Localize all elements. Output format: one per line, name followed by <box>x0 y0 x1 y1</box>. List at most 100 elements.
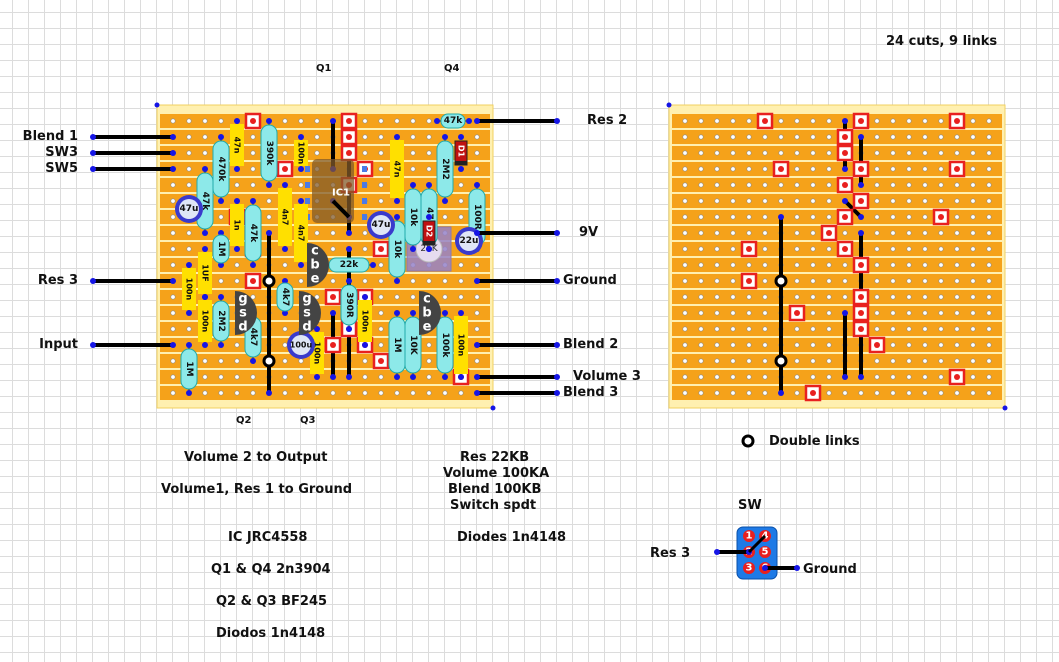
wire-label-left: Input <box>39 337 78 352</box>
board-1-hole <box>458 390 464 396</box>
board-1-hole <box>282 342 288 348</box>
switch-pin-label: 5 <box>762 547 769 558</box>
resistor-node <box>346 326 352 332</box>
resistor-label: 1M <box>184 361 194 376</box>
board-1-hole <box>378 326 384 332</box>
board-1-hole <box>250 166 256 172</box>
board-1-hole <box>426 118 432 124</box>
board-1-hole <box>474 294 480 300</box>
wire-node <box>474 342 480 348</box>
board-2-hole <box>698 390 704 396</box>
board-2-hole <box>794 246 800 252</box>
board-2-hole <box>714 278 720 284</box>
board-1-hole <box>170 262 176 268</box>
board-2-hole <box>762 230 768 236</box>
board-2-hole <box>890 358 896 364</box>
board-2-hole <box>986 262 992 268</box>
note-volume1: Volume1, Res 1 to Ground <box>161 482 353 497</box>
board-2-hole <box>842 294 848 300</box>
board-1-strip <box>160 386 490 400</box>
board-2-hole <box>938 134 944 140</box>
board-2-corner-marker <box>1002 405 1008 411</box>
board-2-hole <box>922 262 928 268</box>
board-2-hole <box>890 182 896 188</box>
track-cut-dot <box>842 150 848 156</box>
resistor-body <box>440 113 466 129</box>
board-2-hole <box>746 150 752 156</box>
board-2-hole <box>970 246 976 252</box>
jfet-q3-pin-label: d <box>302 320 311 335</box>
track-cut-dot <box>346 118 352 124</box>
resistor-label: 2M2 <box>440 158 450 179</box>
board-1-hole <box>410 390 416 396</box>
resistor-node <box>410 310 416 316</box>
track-cut-dot <box>282 166 288 172</box>
double-link-marker <box>774 354 788 368</box>
board-2-hole <box>922 358 928 364</box>
board-2-hole <box>698 278 704 284</box>
board-1-hole <box>458 214 464 220</box>
board-2-hole <box>762 326 768 332</box>
electrolytic-label: 47u <box>372 220 391 230</box>
board-2-hole <box>730 294 736 300</box>
resistor-node <box>410 374 416 380</box>
capacitor-node <box>202 246 208 252</box>
board-2-hole <box>698 150 704 156</box>
board-2-hole <box>970 118 976 124</box>
board-1-hole <box>474 310 480 316</box>
wire-label-left: Res 3 <box>37 273 78 288</box>
board-1-hole <box>250 150 256 156</box>
capacitor-body <box>390 140 404 198</box>
board-2-hole <box>714 230 720 236</box>
diode-label: D2 <box>425 225 434 237</box>
board-2-hole <box>730 246 736 252</box>
board-2-hole <box>922 166 928 172</box>
wire-node <box>762 565 768 571</box>
wire-label-right: Volume 3 <box>573 369 641 384</box>
note-switch: Switch spdt <box>450 498 537 513</box>
board-2-hole <box>794 342 800 348</box>
resistor-body <box>388 220 406 278</box>
board-2-hole <box>714 166 720 172</box>
board-1-hole <box>218 390 224 396</box>
electrolytic-label: 47u <box>180 204 199 214</box>
ic-label: IC1 <box>332 188 350 199</box>
resistor-node <box>186 342 192 348</box>
resistor-label: 47k <box>248 224 258 244</box>
board-1-hole <box>234 342 240 348</box>
board-1-hole <box>362 134 368 140</box>
board-1-strip <box>160 370 490 384</box>
capacitor-body <box>294 140 308 166</box>
board-1-hole <box>186 134 192 140</box>
capacitor-label: 100n <box>297 142 306 165</box>
board-2-hole <box>954 278 960 284</box>
ic-pin <box>362 198 367 204</box>
board-2-hole <box>810 326 816 332</box>
capacitor-label: 100n <box>457 334 466 357</box>
electrolytic-top <box>179 199 199 219</box>
board-2-hole <box>906 326 912 332</box>
resistor-body <box>212 140 230 198</box>
note-blend: Blend 100KB <box>448 482 542 497</box>
board-2-hole <box>730 134 736 140</box>
board-1-hole <box>458 182 464 188</box>
board-1-hole <box>234 182 240 188</box>
capacitor-body <box>294 204 308 262</box>
resistor-node <box>466 118 472 124</box>
board-1-hole <box>202 374 208 380</box>
wire-node <box>474 230 480 236</box>
board-2-strip <box>672 306 1002 320</box>
board-1-hole <box>218 214 224 220</box>
board-2-hole <box>698 198 704 204</box>
switch-left-label: Res 3 <box>650 546 691 561</box>
track-cut-dot <box>330 342 336 348</box>
track-cut-dot <box>954 118 960 124</box>
board-2-hole <box>682 262 688 268</box>
ic-pin <box>362 166 367 172</box>
resistor-label: 47k <box>200 192 210 212</box>
capacitor-label: 100n <box>361 310 370 333</box>
note-diodes: Diodes 1n4148 <box>457 530 567 545</box>
board-1-hole <box>314 390 320 396</box>
board-2-hole <box>714 150 720 156</box>
board-2-hole <box>810 358 816 364</box>
